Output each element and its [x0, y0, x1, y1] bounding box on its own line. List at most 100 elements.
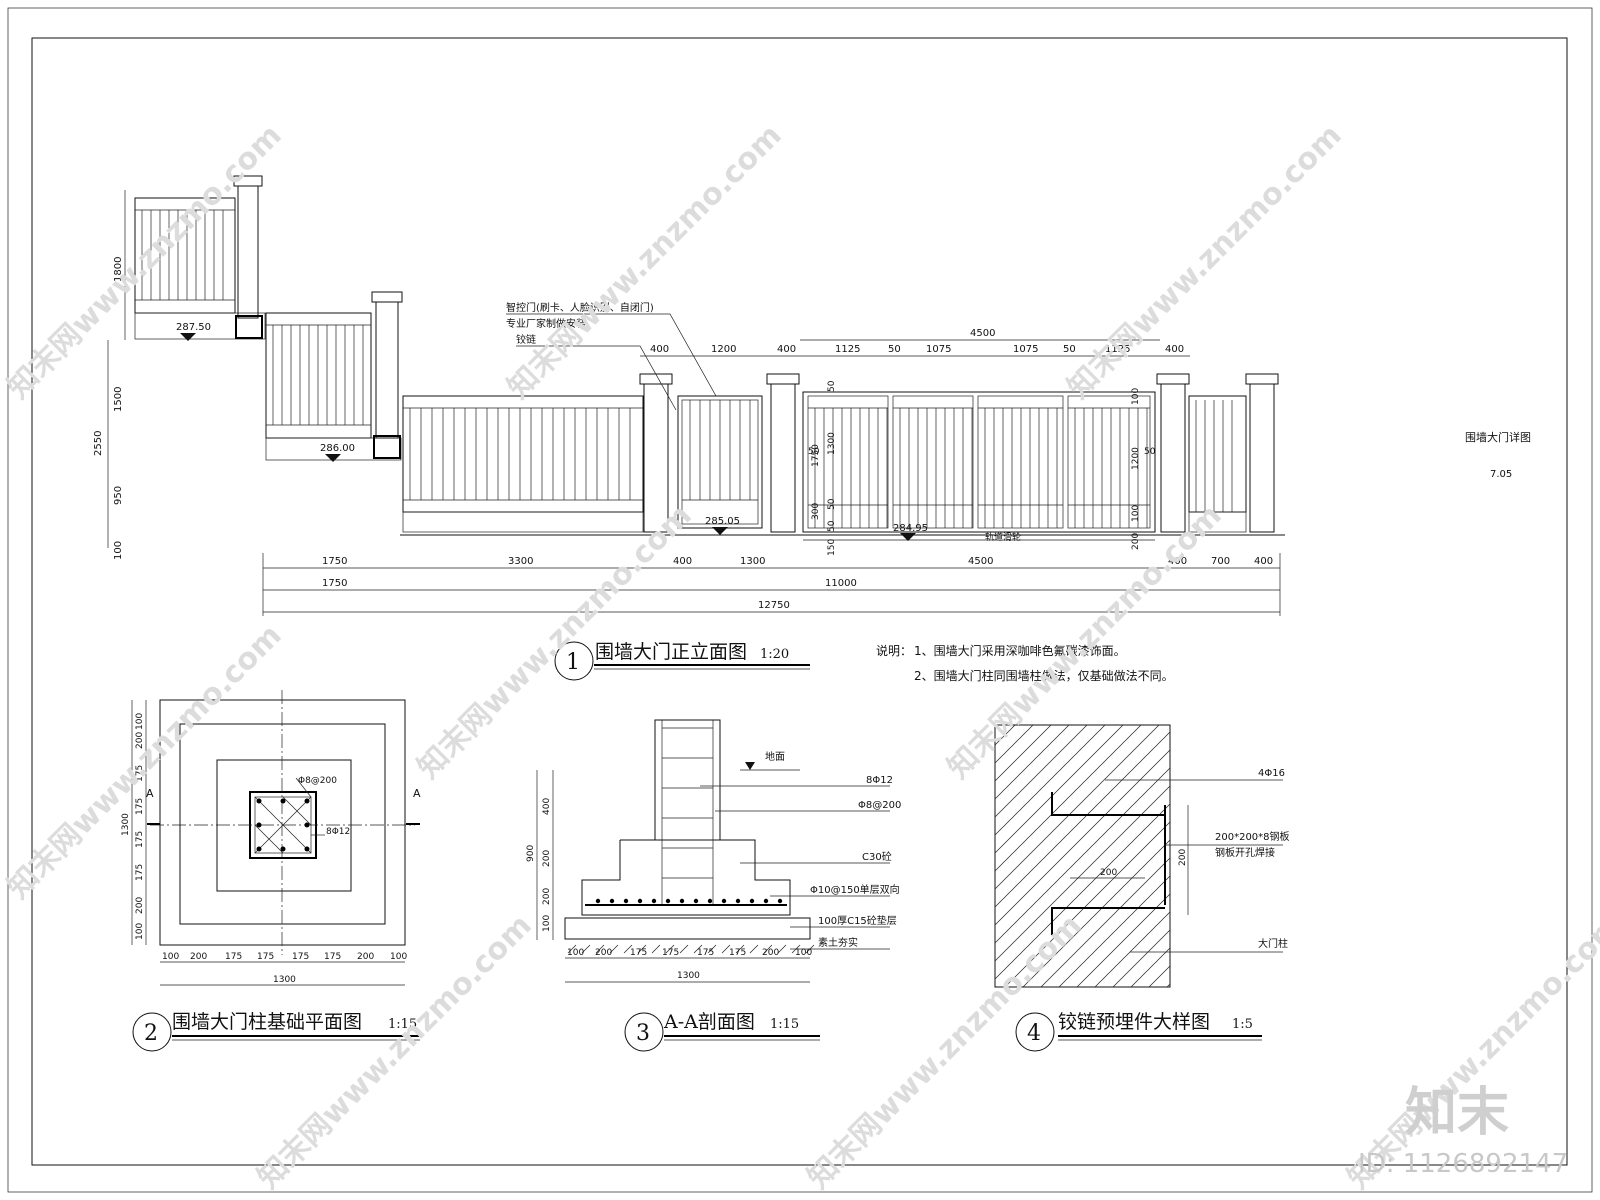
svg-text:50: 50: [827, 380, 837, 392]
svg-text:950: 950: [113, 486, 124, 505]
soil-hatch: [707, 944, 717, 954]
callout-manufacturer: 专业厂家制做安装: [506, 317, 586, 330]
level-285: 285.05: [705, 516, 740, 527]
level-286: 286.00: [320, 443, 355, 454]
sheet-label: 围墙大门详图 7.05: [1465, 430, 1531, 480]
svg-text:C30砼: C30砼: [862, 850, 892, 863]
aa-section: [564, 719, 815, 954]
soil-hatch: [721, 944, 731, 954]
svg-text:200: 200: [595, 948, 612, 958]
svg-text:200: 200: [542, 850, 552, 867]
svg-text:100: 100: [162, 952, 179, 962]
soil-hatch: [609, 944, 619, 954]
sheet-number: 7.05: [1490, 469, 1512, 480]
svg-text:200: 200: [1100, 868, 1117, 878]
svg-text:175: 175: [135, 798, 145, 815]
svg-text:200: 200: [135, 732, 145, 749]
svg-text:Φ8@200: Φ8@200: [858, 800, 901, 811]
svg-text:3: 3: [636, 1021, 650, 1046]
svg-text:400: 400: [1168, 556, 1187, 567]
elevation-callouts: 智控门(刷卡、人脸识别、自闭门) 专业厂家制做安装 铰链 轨道滑轮: [506, 301, 1021, 543]
elevation-inner-dims: 50 1300 1750 300 50 50 150 50 100 1200 1…: [808, 380, 1156, 556]
watermark-text: 知末网www.znzmo.com: [1, 618, 289, 906]
svg-text:1、围墙大门采用深咖啡色氟碳漆饰面。: 1、围墙大门采用深咖啡色氟碳漆饰面。: [914, 643, 1126, 658]
svg-text:175: 175: [630, 948, 647, 958]
svg-text:175: 175: [729, 948, 746, 958]
svg-text:4500: 4500: [968, 556, 993, 567]
svg-text:100: 100: [542, 915, 552, 932]
soil-hatch: [735, 944, 745, 954]
svg-text:1750: 1750: [811, 444, 821, 467]
section-mark-left: A: [146, 787, 154, 800]
svg-text:2: 2: [144, 1021, 158, 1046]
svg-text:3300: 3300: [508, 556, 533, 567]
svg-text:50: 50: [1063, 344, 1076, 355]
concrete-hatch: [1094, 911, 1170, 987]
section-title: 3 A-A剖面图 1:15: [624, 1011, 820, 1052]
svg-text:1:5: 1:5: [1232, 1017, 1253, 1032]
svg-text:300: 300: [811, 503, 821, 520]
rebar-dot: [749, 898, 755, 904]
rebar-dot: [637, 898, 643, 904]
concrete-hatch: [995, 749, 1170, 926]
svg-text:100厚C15砼垫层: 100厚C15砼垫层: [818, 914, 897, 927]
svg-text:A-A剖面图: A-A剖面图: [663, 1011, 755, 1033]
svg-text:1800: 1800: [113, 257, 124, 282]
svg-text:2550: 2550: [93, 431, 104, 456]
svg-text:400: 400: [673, 556, 692, 567]
concrete-hatch: [995, 785, 1170, 962]
svg-text:200: 200: [190, 952, 207, 962]
svg-text:100: 100: [1131, 388, 1141, 405]
svg-text:400: 400: [1165, 344, 1184, 355]
svg-text:100: 100: [567, 948, 584, 958]
concrete-hatch: [1040, 857, 1170, 987]
svg-text:1300: 1300: [827, 432, 837, 455]
svg-text:4Φ16: 4Φ16: [1258, 768, 1285, 779]
concrete-hatch: [995, 725, 1106, 836]
svg-text:1125: 1125: [835, 344, 860, 355]
elevation-bottom-dims: 1750 3300 400 1300 4500 400 700 400 1750…: [262, 553, 1281, 616]
svg-text:2、围墙大门柱同围墙柱做法，仅基础做法不同。: 2、围墙大门柱同围墙柱做法，仅基础做法不同。: [914, 668, 1174, 683]
soil-hatch: [581, 944, 591, 954]
svg-text:8Φ12: 8Φ12: [326, 827, 350, 837]
svg-text:钢板开孔焊接: 钢板开孔焊接: [1215, 846, 1275, 859]
ground-label: 地面: [765, 750, 785, 763]
svg-text:200*200*8钢板: 200*200*8钢板: [1215, 830, 1290, 843]
concrete-hatch: [1112, 929, 1170, 987]
svg-text:12750: 12750: [758, 600, 790, 611]
svg-text:Φ10@150单层双向: Φ10@150单层双向: [810, 883, 900, 896]
watermark-text: 知末网www.znzmo.com: [801, 908, 1089, 1196]
svg-text:素土夯实: 素土夯实: [818, 936, 858, 949]
svg-text:100: 100: [1131, 505, 1141, 522]
gate-leaf: [892, 395, 974, 529]
plan-labels: A A Φ8@200 8Φ12 200 175 175 175 175 200 …: [121, 700, 421, 986]
elevation-left-dims: 1800 1500 2550 950 100: [93, 190, 126, 560]
rebar-dot: [304, 846, 310, 852]
svg-text:1:15: 1:15: [388, 1017, 417, 1032]
svg-text:700: 700: [1211, 556, 1230, 567]
svg-text:1075: 1075: [1013, 344, 1038, 355]
svg-text:50: 50: [808, 447, 820, 457]
concrete-hatch: [1166, 983, 1170, 987]
svg-text:1:20: 1:20: [760, 647, 789, 662]
svg-text:100: 100: [390, 952, 407, 962]
svg-text:围墙大门正立面图: 围墙大门正立面图: [595, 641, 747, 663]
rebar-dot: [304, 798, 310, 804]
soil-hatch: [651, 944, 661, 954]
svg-text:200: 200: [357, 952, 374, 962]
rebar-dot: [707, 898, 713, 904]
hinge-detail: [994, 724, 1171, 988]
soil-hatch: [637, 944, 647, 954]
level-287: 287.50: [176, 322, 211, 333]
watermark-text: 知末网www.znzmo.com: [501, 118, 789, 406]
svg-text:200: 200: [542, 888, 552, 905]
detail-title: 4 铰链预埋件大样图 1:5: [1015, 1011, 1262, 1052]
concrete-hatch: [995, 725, 1052, 782]
gate-leaf: [1067, 395, 1151, 529]
elevation-drawing: [134, 175, 1285, 541]
concrete-hatch: [1004, 821, 1170, 987]
svg-text:1750: 1750: [322, 556, 347, 567]
rebar-dot: [256, 846, 262, 852]
svg-text:200: 200: [762, 948, 779, 958]
rebar-dot: [679, 898, 685, 904]
